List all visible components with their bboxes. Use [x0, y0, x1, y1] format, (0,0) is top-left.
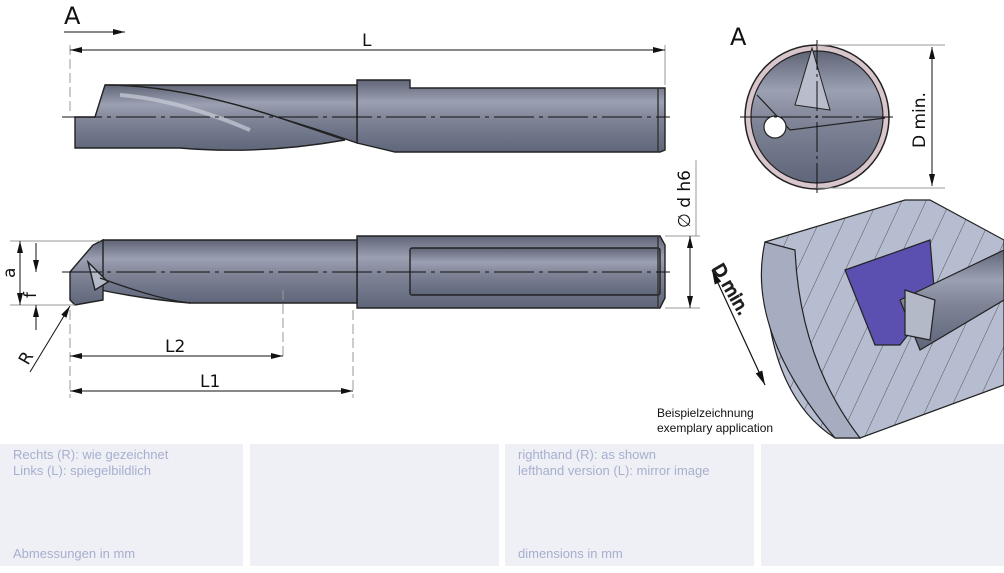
svg-text:∅ d h6: ∅ d h6 [675, 170, 695, 228]
svg-text:L1: L1 [200, 372, 220, 392]
panel-text-line1: righthand (R): as shown [518, 447, 657, 462]
panel-text-line2: Links (L): spiegelbildlich [13, 463, 152, 478]
svg-text:A: A [730, 23, 747, 51]
tool-drawing: A L ∅ d h6 a [0, 2, 1004, 439]
caption-en: exemplary application [657, 421, 774, 435]
svg-text:a: a [0, 268, 20, 278]
panel-text-line1: Rechts (R): wie gezeichnet [13, 447, 169, 462]
panel-german: Rechts (R): wie gezeichnet Links (L): sp… [0, 444, 243, 566]
dimension-a-f: a f [0, 240, 100, 330]
panel-footer: dimensions in mm [518, 546, 623, 561]
panel-text-line2: lefthand version (L): mirror image [518, 463, 710, 478]
dimension-L1: L1 [70, 310, 354, 398]
panel-footer: Abmessungen in mm [13, 546, 136, 561]
caption-de: Beispielzeichnung [657, 406, 754, 420]
panel-empty-1 [250, 444, 499, 566]
application-illustration: D min. [707, 199, 1004, 439]
dimension-d: ∅ d h6 [665, 160, 700, 309]
panel-empty-2 [761, 444, 1004, 566]
svg-text:L2: L2 [165, 337, 185, 357]
panel-english: righthand (R): as shown lefthand version… [505, 444, 754, 566]
caption: Beispielzeichnung exemplary application [657, 406, 773, 436]
dimension-R: R [15, 305, 71, 373]
drill-side-view [74, 79, 666, 153]
svg-text:R: R [15, 348, 38, 368]
dimension-L: L [69, 31, 666, 112]
svg-text:D min.: D min. [910, 92, 930, 148]
svg-text:f: f [21, 291, 41, 298]
end-view-a: A D min. [730, 23, 945, 195]
view-a-label: A [64, 2, 81, 30]
svg-text:L: L [362, 31, 372, 51]
dimension-L2: L2 [69, 290, 284, 398]
